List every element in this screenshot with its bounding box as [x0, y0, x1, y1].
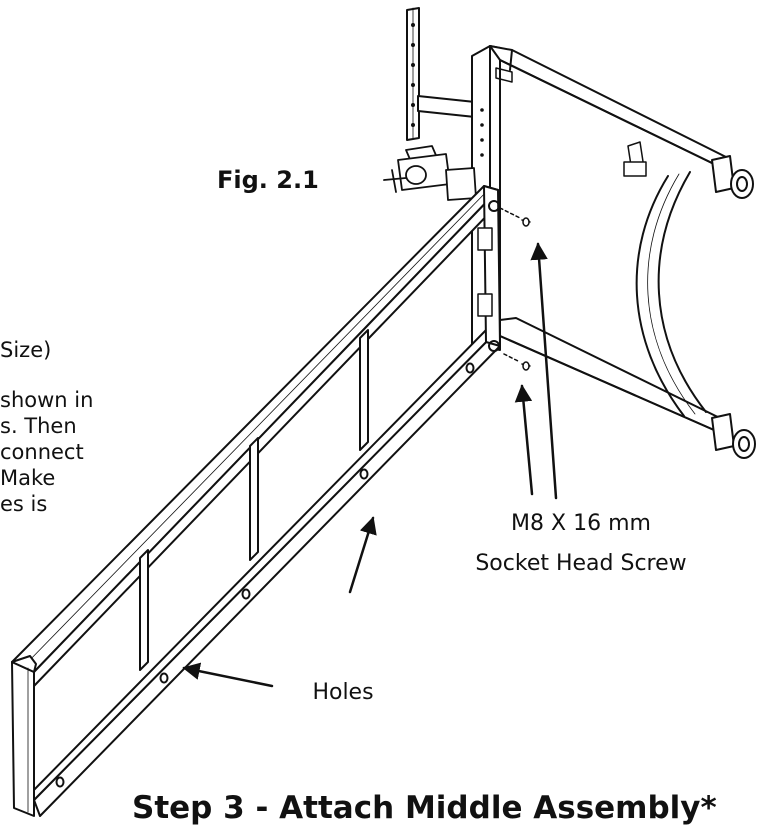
screw-callout-line-1: M8 X 16 mm: [511, 511, 651, 536]
middle-assembly: [11, 185, 501, 817]
figure-label: Fig. 2.1: [217, 166, 319, 194]
instruction-line-2: shown in: [0, 388, 94, 412]
screw-callout-line-2: Socket Head Screw: [475, 551, 687, 576]
instruction-line-6: es is: [0, 492, 48, 516]
end-frame: [471, 45, 756, 459]
mounting-bar: [406, 7, 476, 141]
instruction-line-4: connect: [0, 440, 84, 464]
callout-arrows: [182, 242, 558, 688]
step-title: Step 3 - Attach Middle Assembly*: [132, 790, 717, 826]
socket-head-screws: [499, 207, 531, 371]
instruction-line-3: s. Then: [0, 414, 77, 438]
holes-callout: Holes: [312, 680, 374, 705]
instruction-line-1: Size): [0, 338, 52, 362]
instruction-line-5: Make: [0, 466, 56, 490]
clamp: [383, 145, 477, 201]
